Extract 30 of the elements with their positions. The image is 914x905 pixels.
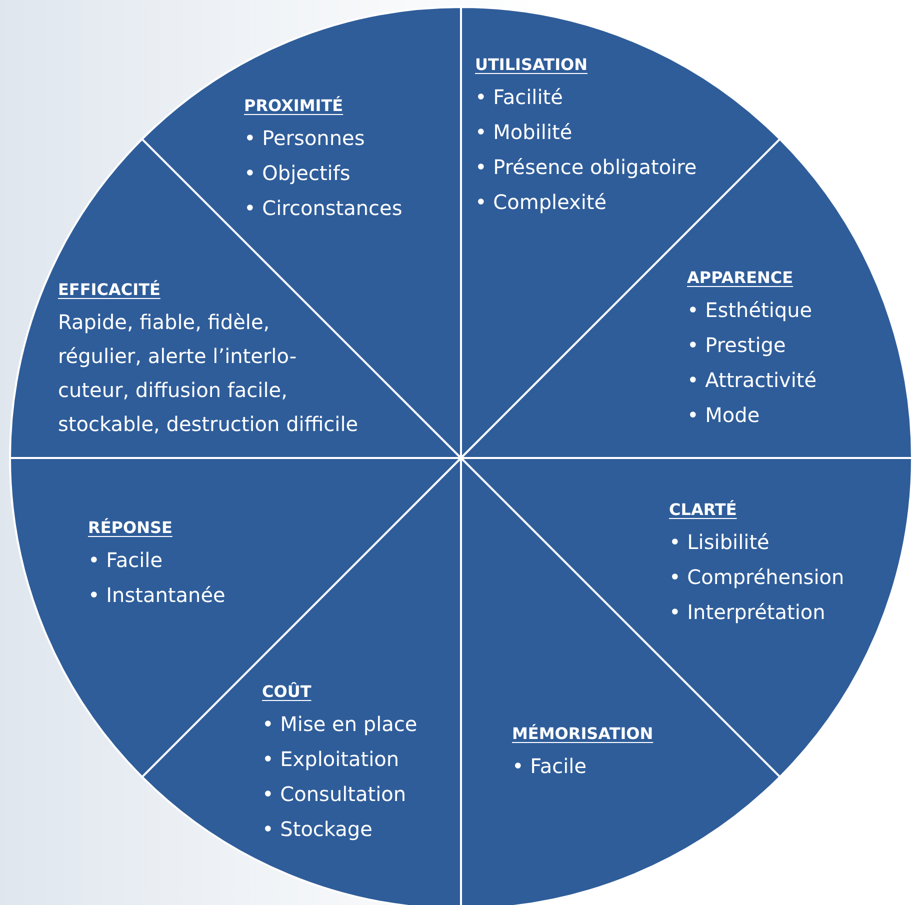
sector-heading: CLARTÉ: [669, 500, 738, 519]
bullet-item: • Lisibilité: [669, 529, 770, 556]
bullet-item: • Présence obligatoire: [475, 154, 697, 181]
bullet-item: • Facilité: [475, 84, 564, 111]
bullet-item: • Facile: [512, 753, 588, 780]
bullet-item: • Personnes: [244, 125, 366, 152]
sector-heading: COÛT: [262, 682, 312, 701]
bullet-item: • Stockage: [262, 816, 374, 843]
sector-heading: MÉMORISATION: [512, 724, 654, 743]
bullet-item: • Complexité: [475, 189, 608, 216]
bullet-item: • Interprétation: [669, 599, 826, 626]
description-text: Rapide, fiable, fidèle, régulier, alerte l’interlo-cuteur, diffusion facile, stockable, destruction difficile: [58, 309, 360, 438]
bullet-item: • Compréhension: [669, 564, 844, 591]
bullet-item: • Instantanée: [88, 582, 226, 609]
bullet-item: • Esthétique: [687, 297, 814, 324]
bullet-item: • Circonstances: [244, 195, 402, 222]
bullet-item: • Facile: [88, 547, 164, 574]
bullet-item: • Objectifs: [244, 160, 352, 187]
sector-heading: EFFICACITÉ: [58, 280, 162, 299]
bullet-item: • Mise en place: [262, 711, 418, 738]
bullet-item: • Mode: [687, 402, 761, 429]
bullet-item: • Consultation: [262, 781, 408, 808]
bullet-item: • Prestige: [687, 332, 787, 359]
sector-heading: UTILISATION: [475, 55, 589, 74]
sector-heading: APPARENCE: [687, 268, 794, 287]
bullet-item: • Mobilité: [475, 119, 574, 146]
sector-heading: PROXIMITÉ: [244, 96, 344, 115]
bullet-item: • Attractivité: [687, 367, 817, 394]
sector-heading: RÉPONSE: [88, 518, 174, 537]
bullet-item: • Exploitation: [262, 746, 400, 773]
